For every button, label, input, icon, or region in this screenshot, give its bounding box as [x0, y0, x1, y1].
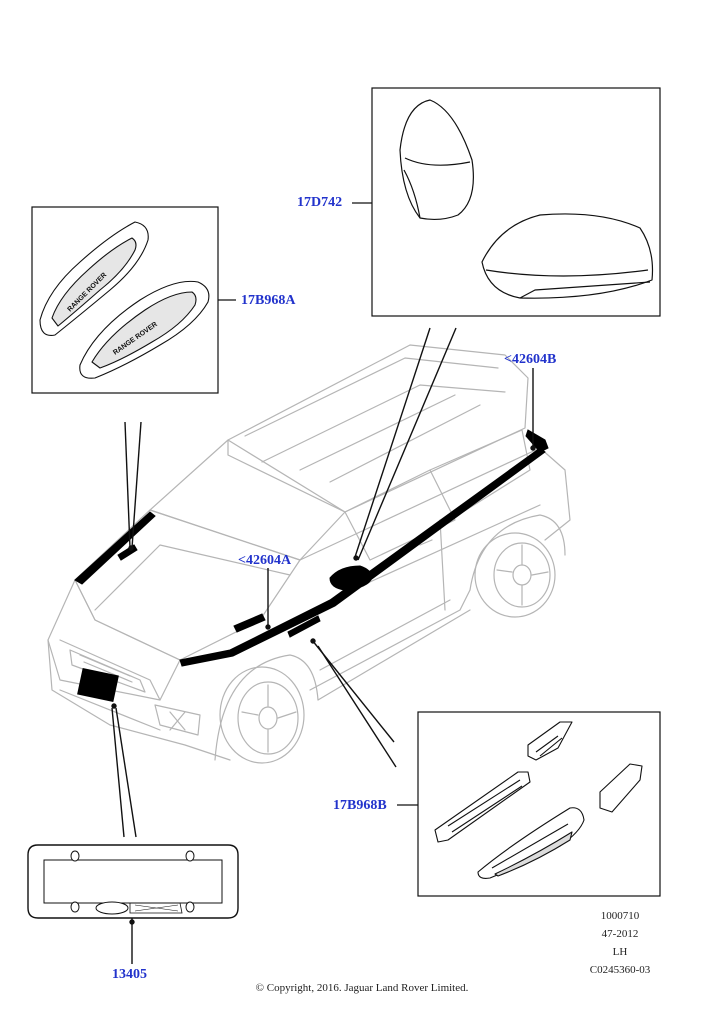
detail-box-mirror-caps	[352, 87, 661, 317]
side-vent-badge-icon	[527, 721, 573, 761]
callout-mirror-caps[interactable]: 17D742	[297, 195, 343, 210]
detail-box-side-vents	[397, 711, 661, 897]
meta-date-code: 47-2012	[601, 928, 639, 940]
mirror-cap-lower-icon	[481, 213, 654, 299]
detail-box-bonnet-vents: RANGE ROVER RANGE ROVER	[31, 206, 236, 394]
callout-side-vents[interactable]: 17B968B	[333, 798, 387, 813]
copyright-notice: © Copyright, 2016. Jaguar Land Rover Lim…	[255, 982, 469, 994]
roof-finisher-highlight	[525, 429, 549, 453]
meta-side: LH	[612, 946, 628, 958]
mirror-cap-upper-icon	[399, 99, 474, 221]
bonnet-front-finisher-highlight	[179, 447, 546, 667]
meta-illustration-code: C0245360-03	[589, 964, 651, 976]
number-plate-highlight	[77, 667, 119, 703]
bonnet-finisher-highlight	[74, 511, 156, 585]
callout-roof-finisher[interactable]: <42604B	[504, 352, 557, 367]
leader-lines	[111, 327, 536, 964]
callout-bonnet-finisher[interactable]: <42604A	[238, 553, 292, 568]
side-vent-bracket-icon	[434, 771, 531, 843]
bonnet-vent-right-highlight	[233, 613, 266, 633]
detail-box-plate-surround	[27, 844, 239, 919]
callout-bonnet-vents[interactable]: 17B968A	[241, 293, 296, 308]
side-vent-highlight	[287, 615, 321, 638]
vehicle-highlighted-parts	[74, 429, 549, 703]
side-vent-trim-icon	[599, 763, 643, 813]
mirror-cap-highlight	[329, 565, 373, 591]
callout-plate-surround[interactable]: 13405	[112, 967, 147, 982]
meta-ref-number: 1000710	[600, 910, 640, 922]
plate-surround-icon	[27, 844, 239, 919]
